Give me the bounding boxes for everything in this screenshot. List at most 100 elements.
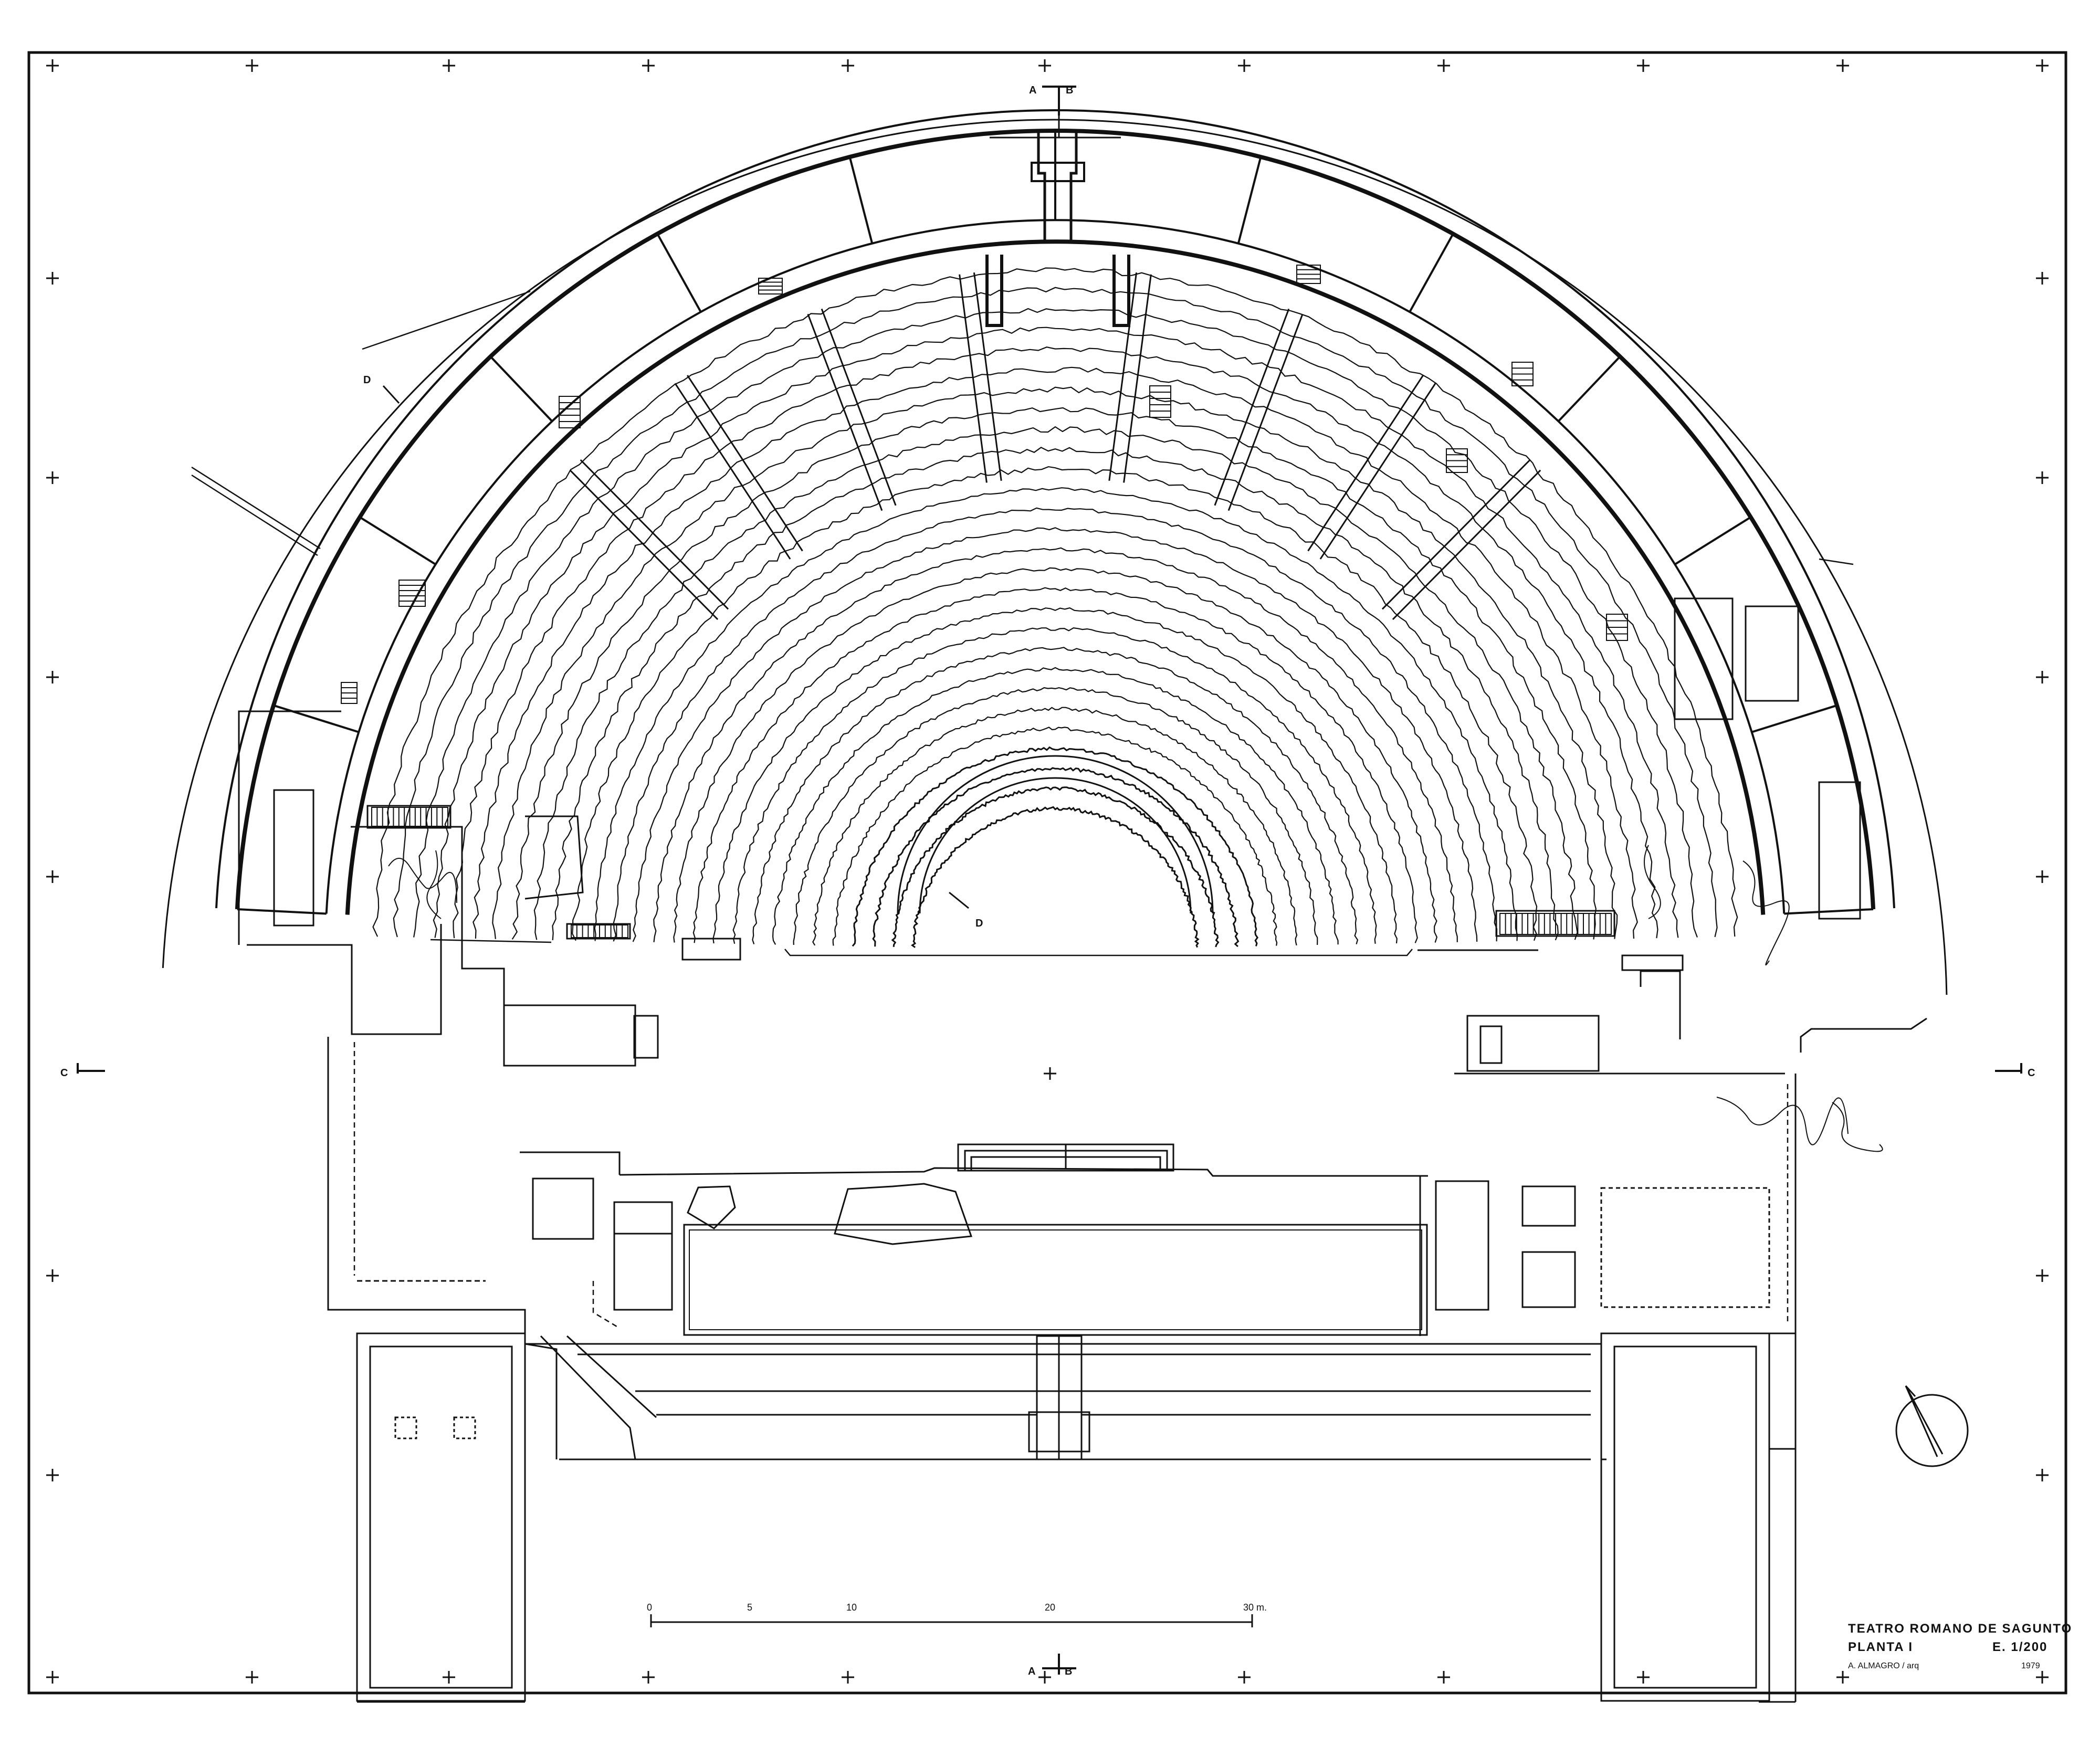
buttress-wall	[1237, 157, 1262, 244]
stair-flight-wall	[1606, 614, 1628, 641]
seating-row	[632, 527, 1478, 942]
drawing-title: TEATRO ROMANO DE SAGUNTO	[1848, 1622, 2072, 1636]
seating-row	[533, 426, 1578, 940]
seating-row	[453, 346, 1658, 939]
crosshair-icon	[46, 1671, 59, 1684]
radial-aisle-edge	[1381, 459, 1531, 610]
crosshair-icon	[642, 59, 655, 72]
crosshair-icon	[46, 1269, 59, 1282]
seating-row	[712, 607, 1398, 944]
seating-row	[793, 687, 1318, 945]
seating-row	[594, 487, 1518, 941]
crosshair-icon	[2036, 471, 2049, 484]
section-d-upper-line	[382, 385, 400, 404]
title-block: TEATRO ROMANO DE SAGUNTO PLANTA I E. 1/2…	[1848, 1622, 2072, 1654]
crosshair-icon	[1038, 59, 1051, 72]
ambulatory-wall	[162, 119, 1948, 995]
buttress-wall	[273, 704, 360, 733]
stage-building	[520, 1143, 1770, 1336]
section-label-b-bottom: B	[1065, 1666, 1072, 1677]
crosshair-icon	[46, 1469, 59, 1481]
buttress-wall	[1784, 908, 1874, 915]
crosshair-icon	[246, 59, 258, 72]
plan-name: PLANTA I	[1848, 1640, 1913, 1654]
seating-row	[891, 786, 1220, 948]
radial-aisle-edge	[1123, 274, 1152, 483]
radial-aisle-edge	[1319, 383, 1436, 560]
section-label-b-top: B	[1066, 85, 1073, 96]
buttress-wall	[490, 356, 553, 423]
stair-flight-wall	[559, 396, 581, 428]
vomitorium-wall	[1112, 255, 1130, 327]
seating-row	[692, 587, 1418, 943]
stair-flight-wall	[341, 682, 358, 704]
plan-scale: E. 1/200	[1992, 1640, 2048, 1654]
radial-aisle-edge	[1392, 469, 1541, 620]
orchestra-ring	[919, 777, 1192, 914]
buttress-wall	[1557, 356, 1621, 423]
crosshair-icon	[2036, 671, 2049, 683]
cavea-seating-rows	[372, 267, 1738, 948]
radial-aisles	[569, 272, 1541, 620]
vomitorium-wall	[985, 255, 1003, 327]
orchestra-ring	[897, 755, 1214, 914]
seating-row	[511, 407, 1597, 940]
seating-row	[572, 466, 1538, 941]
crosshair-icon	[842, 59, 854, 72]
stair-flight-wall	[1511, 362, 1534, 386]
scale-bar	[650, 1614, 1253, 1627]
radial-aisle-edge	[569, 469, 719, 620]
stairways	[341, 265, 1628, 938]
postscaenium	[327, 1037, 1797, 1703]
crosshair-icon	[443, 1671, 455, 1684]
seating-row	[910, 806, 1200, 948]
crosshair-icon	[46, 59, 59, 72]
radial-aisle-edge	[959, 274, 988, 483]
crosshair-icon	[1637, 59, 1650, 72]
scale-tick-20: 20	[1045, 1602, 1055, 1613]
crosshair-icon	[46, 671, 59, 683]
section-label-c-right: C	[2028, 1067, 2035, 1079]
ambulatory-wall	[235, 129, 1876, 910]
orchestra-front	[430, 939, 1413, 956]
seating-row	[752, 647, 1359, 944]
axial-entrance-block	[1031, 162, 1085, 182]
stair-flight-wall	[1296, 265, 1321, 284]
scale-tick-0: 0	[647, 1602, 652, 1613]
crosshair-icon	[842, 1671, 854, 1684]
crosshair-icon	[46, 272, 59, 285]
radial-aisle-edge	[580, 459, 729, 610]
radial-aisle-edge	[973, 272, 1002, 481]
seating-row	[872, 767, 1240, 948]
seating-row	[552, 447, 1559, 941]
seating-row	[613, 507, 1498, 942]
seating-row	[472, 366, 1638, 939]
section-label-a-top: A	[1029, 85, 1036, 96]
crosshair-icon	[2036, 59, 2049, 72]
stair-flight-right	[1499, 913, 1612, 935]
stair-flight-left-lower	[571, 924, 628, 938]
seating-row	[673, 567, 1438, 943]
radial-aisle-edge	[687, 375, 803, 552]
crosshair-icon	[1836, 59, 1849, 72]
crosshair-icon	[46, 870, 59, 883]
buttress-wall	[237, 908, 327, 915]
seating-row	[812, 707, 1298, 946]
north-arrow-icon	[1895, 1385, 1969, 1467]
stair-flight-wall	[1446, 448, 1468, 473]
stair-flight-wall	[398, 580, 426, 607]
scale-tick-5: 5	[747, 1602, 752, 1613]
crosshair-icon	[1238, 1671, 1251, 1684]
radial-aisle-edge	[807, 313, 883, 511]
seating-row	[832, 727, 1278, 946]
crosshair-icon	[2036, 1269, 2049, 1282]
section-label-c-left: C	[60, 1067, 68, 1079]
seating-row	[732, 627, 1377, 944]
stair-flight-wall	[1149, 385, 1171, 418]
crosshair-icon	[1437, 1671, 1450, 1684]
buttress-wall	[1674, 516, 1751, 565]
excavation-edges	[388, 845, 1883, 1152]
seating-row	[852, 746, 1259, 947]
crosshair-icon	[1437, 59, 1450, 72]
